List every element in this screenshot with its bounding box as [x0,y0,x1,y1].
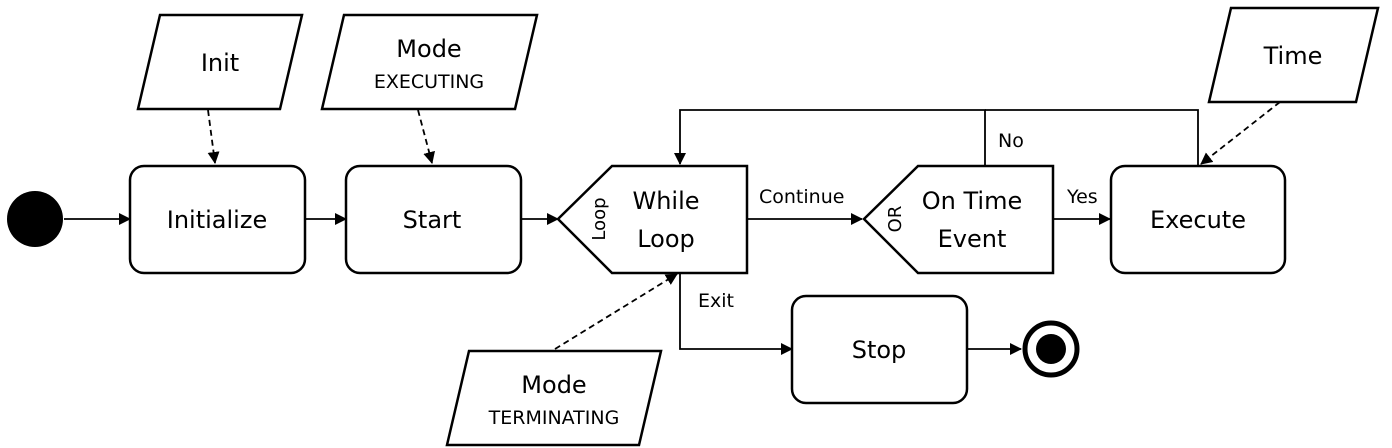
final-node [1022,320,1080,378]
time-data-label: Time [1263,42,1323,70]
edge-label-yes: Yes [1066,186,1098,208]
start-label: Start [403,206,462,234]
initialize-label: Initialize [167,206,267,234]
time-data-object[interactable]: Time [1207,6,1380,104]
objflow-time-to-execute [1200,101,1281,165]
initialize-action[interactable]: Initialize [128,164,307,275]
stop-action[interactable]: Stop [790,294,969,405]
edge-execute-loopback [985,109,1199,166]
while-loop-node[interactable]: While Loop Loop [556,164,749,275]
edge-label-no: No [998,130,1024,152]
on-time-event-node[interactable]: On Time Event OR [862,164,1055,275]
mode-executing-data-object[interactable]: Mode EXECUTING [320,13,539,111]
edge-label-exit: Exit [698,290,734,312]
while-loop-tag: Loop [589,197,610,240]
edge-label-continue: Continue [759,186,844,208]
mode-executing-title: Mode [396,35,461,63]
objflow-init-to-initialize [207,109,220,164]
objflow-mode-terminating-to-while-loop [554,273,678,350]
while-loop-line2: Loop [637,225,695,253]
init-data-label: Init [201,49,239,77]
mode-terminating-title: Mode [521,371,586,399]
while-loop-line1: While [632,187,699,215]
initial-node [7,191,63,247]
start-action[interactable]: Start [344,164,523,275]
init-data-object[interactable]: Init [136,13,304,111]
on-time-event-line1: On Time [922,187,1022,215]
execute-action[interactable]: Execute [1109,164,1287,275]
mode-executing-value: EXECUTING [374,71,484,93]
on-time-event-tag: OR [885,206,906,233]
objflow-mode-executing-to-start [417,109,435,164]
mode-terminating-value: TERMINATING [488,407,620,429]
mode-terminating-data-object[interactable]: Mode TERMINATING [445,349,663,447]
edge-no [674,109,986,166]
stop-label: Stop [852,336,907,364]
edge-exit [679,273,793,355]
on-time-event-line2: Event [938,225,1007,253]
execute-label: Execute [1150,206,1246,234]
